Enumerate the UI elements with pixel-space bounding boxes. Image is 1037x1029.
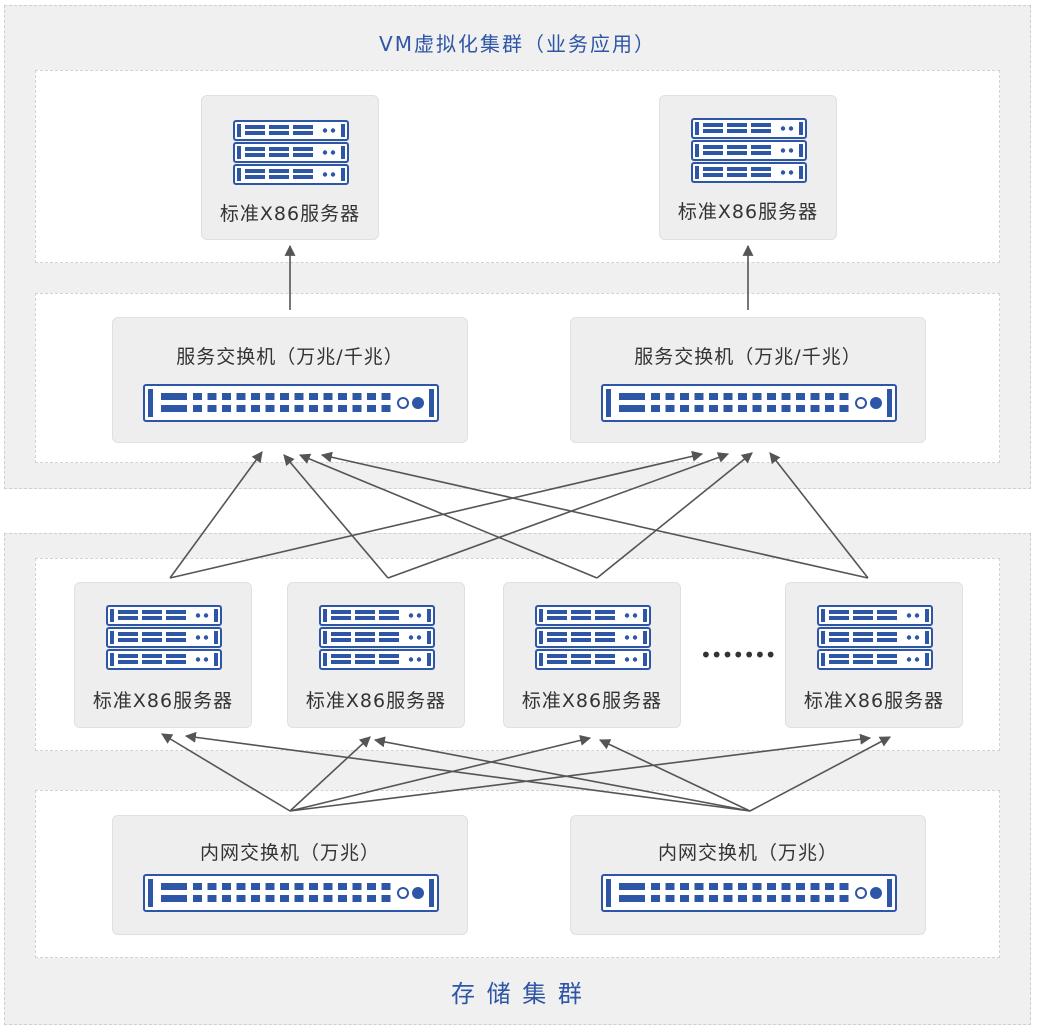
arrow-internal2-to-storage2 [373, 736, 751, 812]
service-switch-2-label: 服务交换机（万兆/千兆） [634, 346, 862, 368]
rack-server-icon [233, 120, 349, 185]
network-switch-icon [601, 384, 897, 422]
network-switch-icon [143, 874, 439, 912]
arrow-internal1-to-storage2 [289, 736, 371, 812]
network-switch-icon [143, 384, 439, 422]
storage-server-4: 标准X86服务器 [785, 582, 963, 728]
arrow-internal2-to-storage4 [749, 736, 891, 812]
rack-server-icon [319, 605, 435, 670]
arrow-storage4-to-switch2 [769, 452, 869, 579]
vm-server-1-label: 标准X86服务器 [219, 203, 361, 225]
storage-server-4-label: 标准X86服务器 [803, 690, 945, 712]
vm-cluster-title: VM虚拟化集群（业务应用） [379, 32, 656, 56]
arrow-storage3-to-switch2 [596, 452, 753, 579]
arrow-internal1-to-storage3 [289, 734, 592, 812]
storage-server-1: 标准X86服务器 [74, 582, 252, 728]
arrow-storage1-to-switch2 [169, 450, 704, 579]
storage-server-3: 标准X86服务器 [503, 582, 681, 728]
service-switch-1: 服务交换机（万兆/千兆） [112, 317, 468, 443]
storage-cluster-title: 存 储 集 群 [451, 980, 584, 1008]
vm-server-tier [35, 70, 1000, 263]
storage-server-2: 标准X86服务器 [287, 582, 465, 728]
vm-server-2: 标准X86服务器 [659, 95, 837, 240]
arrow-internal2-to-storage3 [599, 739, 751, 812]
internal-switch-2-label: 内网交换机（万兆） [657, 842, 838, 864]
storage-server-2-label: 标准X86服务器 [305, 690, 447, 712]
internal-switch-1: 内网交换机（万兆） [112, 815, 468, 935]
internal-switch-1-label: 内网交换机（万兆） [199, 842, 380, 864]
rack-server-icon [817, 605, 933, 670]
storage-server-1-label: 标准X86服务器 [92, 690, 234, 712]
more-servers-ellipsis: ••••••• [700, 643, 777, 667]
rack-server-icon [106, 605, 222, 670]
vm-server-2-label: 标准X86服务器 [677, 201, 819, 223]
arrow-internal1-to-storage4 [289, 733, 872, 812]
service-switch-1-label: 服务交换机（万兆/千兆） [176, 346, 404, 368]
vm-server-1: 标准X86服务器 [201, 95, 379, 240]
arrow-storage2-to-switch2 [387, 452, 730, 579]
service-switch-2: 服务交换机（万兆/千兆） [570, 317, 926, 443]
network-switch-icon [601, 874, 897, 912]
arrow-internal2-to-storage1 [184, 731, 751, 812]
rack-server-icon [535, 605, 651, 670]
arrow-storage1-to-switch1 [169, 451, 263, 579]
arrow-storage3-to-switch1 [298, 453, 598, 579]
arrow-internal1-to-storage1 [161, 733, 291, 812]
arrow-storage2-to-switch1 [283, 454, 389, 579]
internal-switch-2: 内网交换机（万兆） [570, 815, 926, 935]
storage-server-3-label: 标准X86服务器 [521, 690, 663, 712]
arrow-storage4-to-switch1 [320, 451, 869, 579]
rack-server-icon [691, 118, 807, 183]
